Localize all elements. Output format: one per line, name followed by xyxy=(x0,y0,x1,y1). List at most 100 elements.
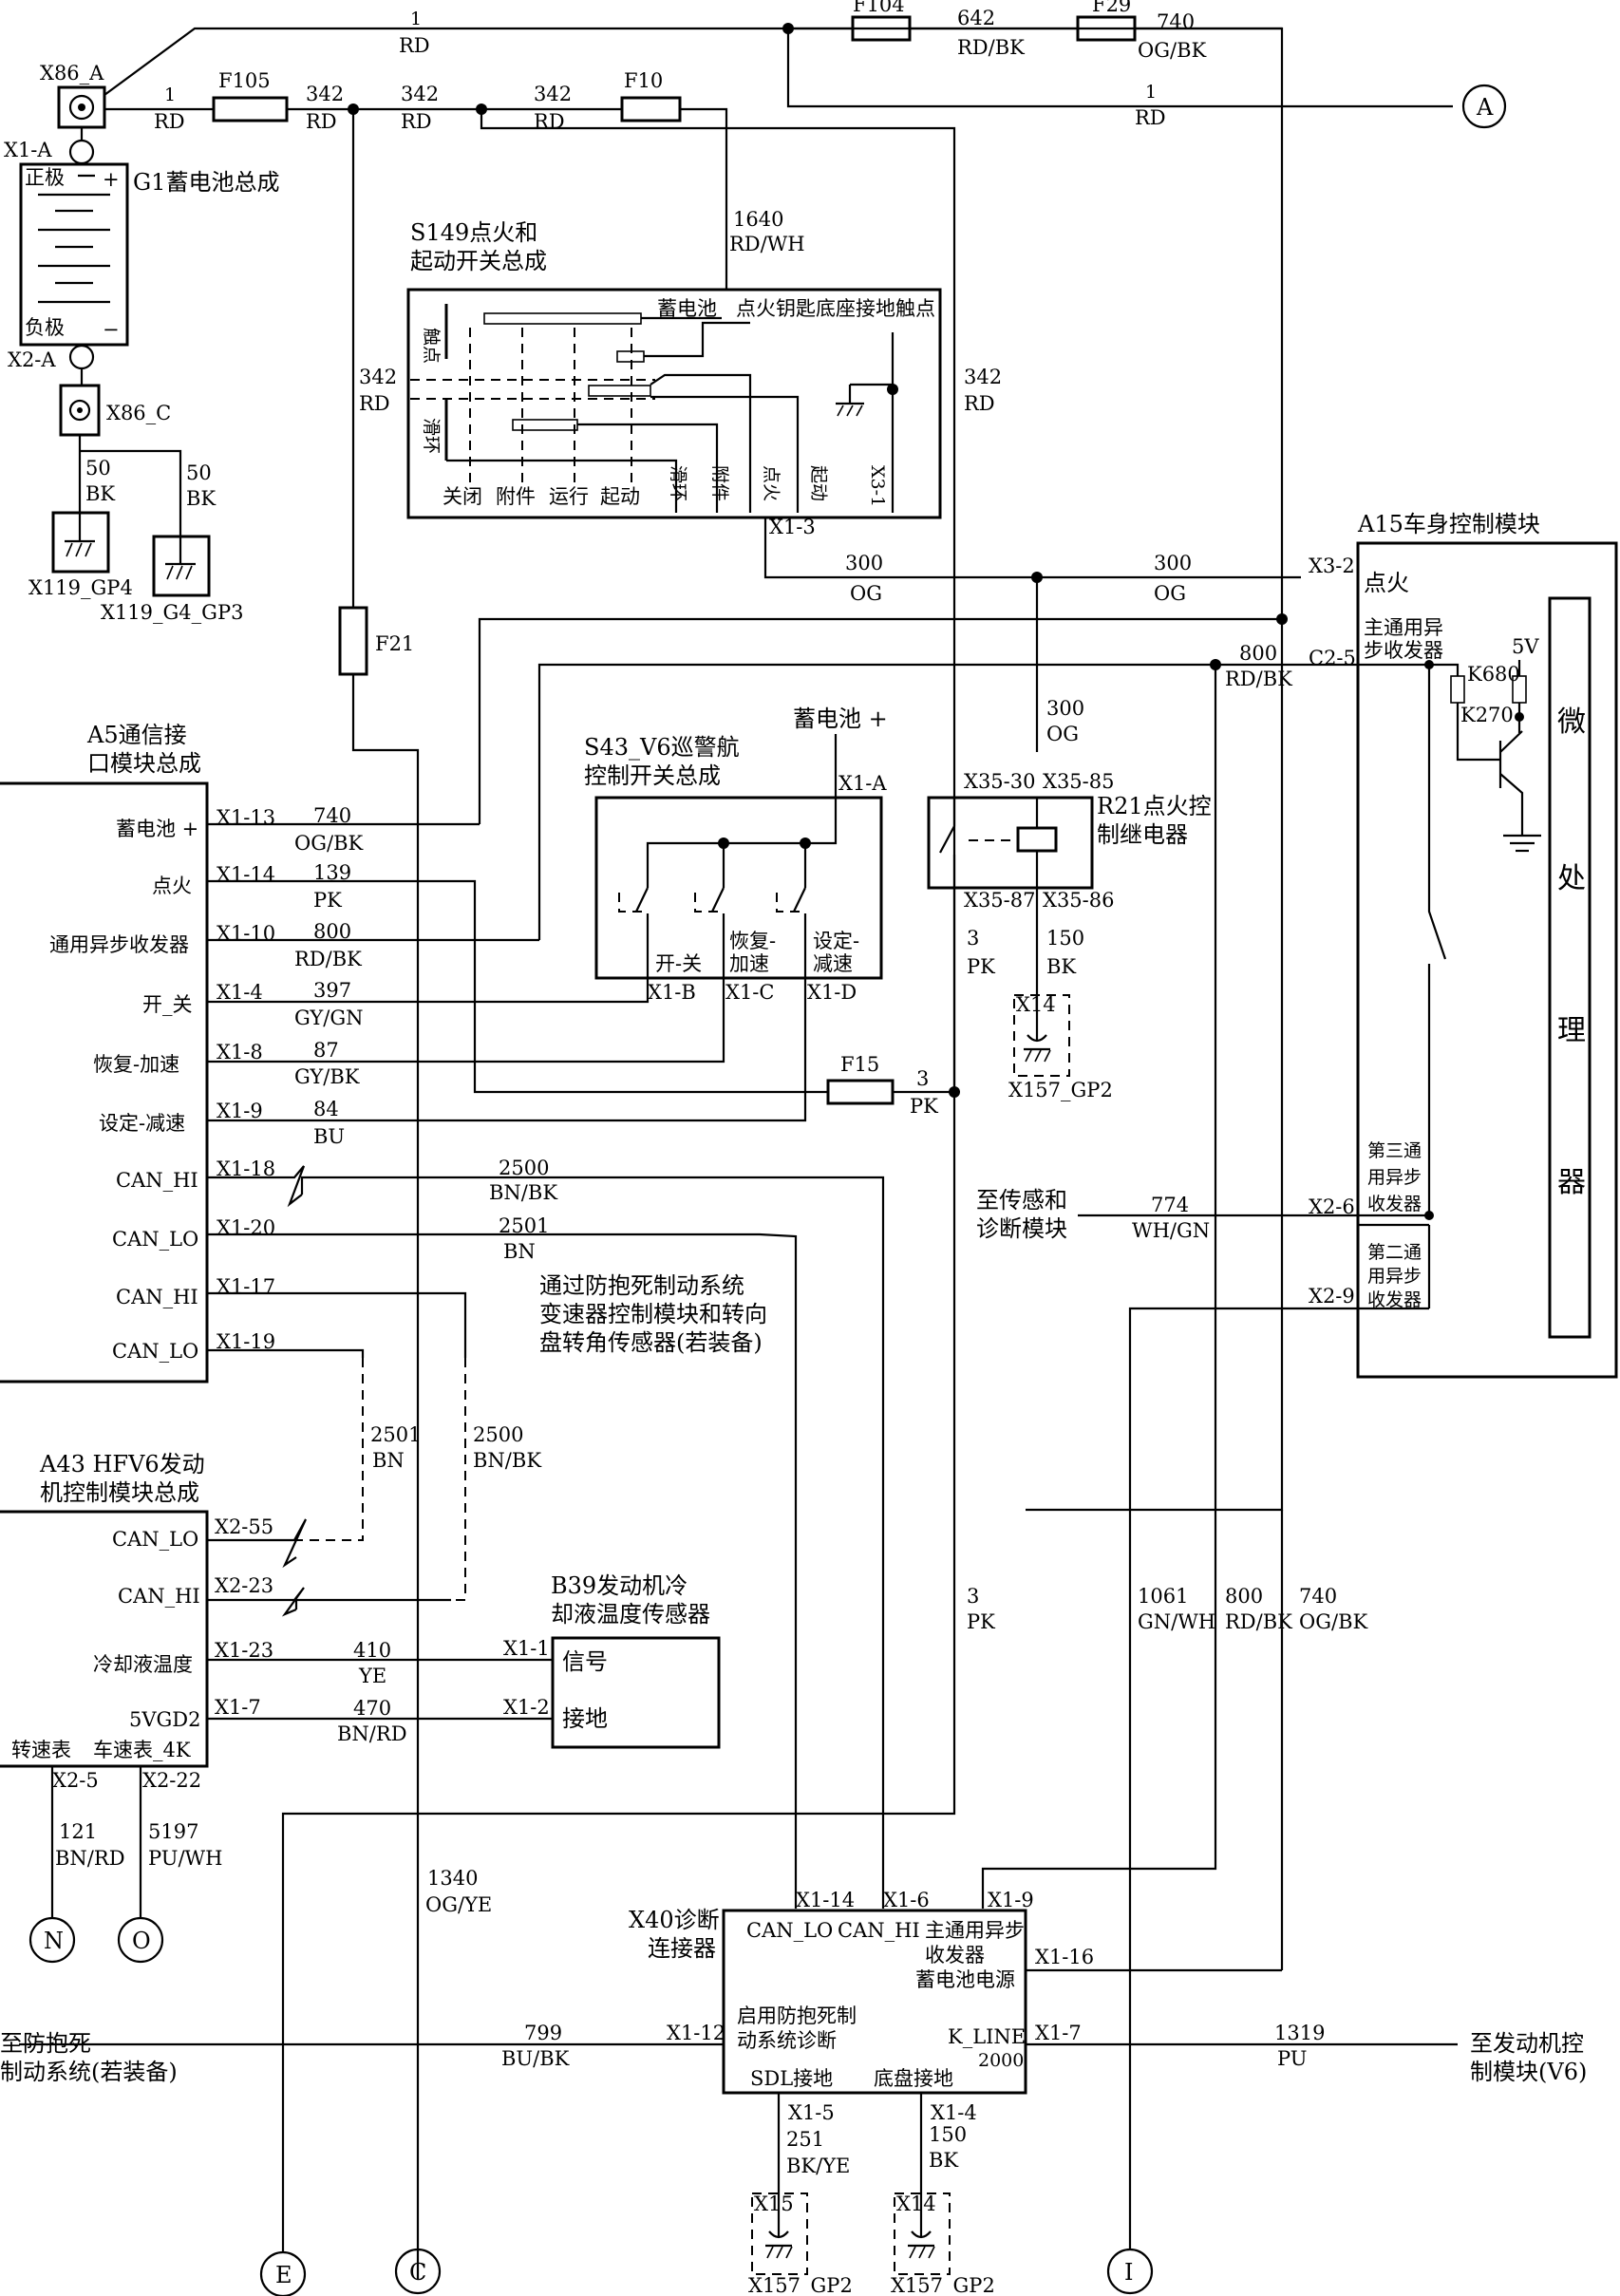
a15-micro-2: 处 xyxy=(1557,862,1586,895)
a5-title-2: 口模块总成 xyxy=(87,750,201,777)
x40-gmlan-2: 收发器 xyxy=(925,1944,985,1967)
wire-300a-color: OG xyxy=(850,582,882,605)
r21-ignition-relay: X35-30 X35-85 R21点火控 制继电器 X35-87 X35-86 … xyxy=(927,770,1212,1581)
a15-pin-x29: X2-9 xyxy=(1309,1285,1355,1308)
wire-150b-color: BK xyxy=(929,2149,958,2172)
a5-title-1: A5通信接 xyxy=(86,722,187,748)
x40-chassis: 底盘接地 xyxy=(874,2067,953,2090)
wire-251-num: 251 xyxy=(786,2128,824,2151)
top-power-wiring xyxy=(104,27,1453,2279)
ref-n-label: N xyxy=(44,1928,64,1954)
bcm-wiring: 300 OG 300 OG 300 OG 800 RD/BK xyxy=(478,552,1358,940)
b39-pin-2: X1-2 xyxy=(503,1696,550,1719)
wire-1-right-color: RD xyxy=(1135,106,1166,129)
s149-title-1: S149点火和 xyxy=(410,219,537,246)
wire-3b-num: 3 xyxy=(916,1067,929,1090)
fuse-f105-label: F105 xyxy=(218,69,271,92)
wire-774-color: WH/GN xyxy=(1132,1219,1210,1242)
junction-dot xyxy=(348,104,359,115)
ref-c: C xyxy=(394,2248,442,2295)
wire-50b-num: 50 xyxy=(186,461,212,484)
wire-342d-num: 342 xyxy=(359,366,397,388)
junction-dot xyxy=(718,837,729,849)
a15-main-gmlan-2: 步收发器 xyxy=(1364,639,1443,662)
battery-minus-sign: − xyxy=(103,318,120,341)
s43-pin-xb: X1-B xyxy=(648,981,696,1004)
wire-774-num: 774 xyxy=(1151,1194,1189,1216)
s149-out-slide: 滑环 xyxy=(668,465,688,501)
a43-speedo: 车速表_4K xyxy=(93,1739,191,1761)
r21-pin-86: X35-86 xyxy=(1043,889,1115,912)
wire-1319-color: PU xyxy=(1277,2047,1307,2070)
a43-title-1: A43 HFV6发动 xyxy=(39,1451,205,1477)
ref-c-label: C xyxy=(409,2259,426,2286)
a5-pin-17: X1-17 xyxy=(217,1275,275,1298)
x40-pin-9: X1-9 xyxy=(988,1889,1034,1911)
a15-k270: K270 xyxy=(1460,704,1514,726)
a5-pin-8: X1-8 xyxy=(217,1041,263,1063)
b39-signal: 信号 xyxy=(562,1648,608,1675)
wire-642-color: RD/BK xyxy=(957,36,1025,59)
wire-50a-color: BK xyxy=(85,482,115,505)
ground-x14-relay-label: X14 xyxy=(1016,993,1056,1016)
s43-set-2: 减速 xyxy=(813,952,853,975)
wire-1340-num: 1340 xyxy=(427,1867,478,1890)
junction-dot xyxy=(949,1086,960,1098)
x40-pin-6: X1-6 xyxy=(883,1889,930,1911)
a15-third-2: 用异步 xyxy=(1367,1167,1422,1188)
s43-onoff: 开-关 xyxy=(655,952,702,975)
a5-resume: 恢复-加速 xyxy=(93,1053,179,1076)
s149-pos-start: 起动 xyxy=(600,485,640,508)
wire-1340-color: OG/YE xyxy=(425,1893,492,1916)
wire-300c-color: OG xyxy=(1046,723,1079,745)
to-sensor-1: 至传感和 xyxy=(976,1187,1067,1214)
ground-x14-dlc: X14 X157_GP2 xyxy=(891,2192,995,2296)
wire-1-top-color: RD xyxy=(399,34,430,57)
junction-dot xyxy=(887,384,898,395)
wire-2501b-color: BN xyxy=(372,1449,405,1472)
x40-pin-7: X1-7 xyxy=(1035,2022,1082,2044)
a5-wire-139-num: 139 xyxy=(313,861,351,884)
a5-wire-800-num: 800 xyxy=(313,920,351,943)
wire-800-num: 800 xyxy=(1239,642,1277,665)
s149-out-acc: 附件 xyxy=(709,465,730,501)
s43-resume-2: 加速 xyxy=(729,952,769,975)
wire-300b-num: 300 xyxy=(1154,552,1192,574)
wire-740b-color: OG/BK xyxy=(1299,1610,1367,1633)
fuse-f104: F104 xyxy=(851,0,912,42)
a5-pin-10: X1-10 xyxy=(217,922,275,945)
sensor-diag-wire: 至传感和 诊断模块 774 WH/GN xyxy=(976,1187,1358,2249)
junction-dot xyxy=(1031,572,1043,583)
x40-kline: K_LINE xyxy=(948,2025,1026,2048)
x40-pin-4: X1-4 xyxy=(931,2101,977,2124)
a5-wire-84-num: 84 xyxy=(313,1098,339,1120)
r21-title-2: 制继电器 xyxy=(1097,821,1188,848)
ref-e: E xyxy=(259,2250,307,2296)
a5-battery: 蓄电池 + xyxy=(116,818,198,840)
wire-799-num: 799 xyxy=(524,2022,562,2044)
s43-title-1: S43_V6巡警航 xyxy=(584,734,740,761)
wire-342b-num: 342 xyxy=(401,83,439,105)
wire-300c-num: 300 xyxy=(1046,697,1084,720)
wire-1061-num: 1061 xyxy=(1138,1585,1188,1608)
ground-gp3: X119_G4_GP3 xyxy=(101,535,243,624)
s149-ignition-switch: S149点火和 起动开关总成 触点 滑环 蓄电池 点火钥匙底座接地触点 xyxy=(406,219,1301,579)
a15-micro-4: 器 xyxy=(1557,1166,1586,1199)
x40-gmlan-1: 主通用异步 xyxy=(925,1919,1025,1942)
a5-wiring: 740 OG/BK 139 PK 800 RD/BK 397 GY/GN 87 … xyxy=(207,804,885,1909)
wire-740b-num: 740 xyxy=(1299,1585,1337,1608)
junction-dot xyxy=(1276,613,1288,625)
a5-canlo-2: CAN_LO xyxy=(112,1340,198,1363)
wire-2500a-color: BN/BK xyxy=(489,1181,557,1204)
fuse-f21: F21 xyxy=(338,606,414,676)
wire-3c-color: PK xyxy=(967,1610,995,1633)
x40-pin-14: X1-14 xyxy=(796,1889,855,1911)
s149-out-x31: X3-1 xyxy=(867,465,888,507)
r21-pin-85: X35-85 xyxy=(1043,770,1115,793)
junction-dot xyxy=(782,23,794,34)
ground-gp4-label: X119_GP4 xyxy=(28,576,133,599)
s149-contact-label: 触点 xyxy=(421,328,442,364)
wire-800-color: RD/BK xyxy=(1225,668,1292,690)
x40-pin-16: X1-16 xyxy=(1035,1946,1094,1968)
wire-1319-num: 1319 xyxy=(1274,2022,1325,2044)
